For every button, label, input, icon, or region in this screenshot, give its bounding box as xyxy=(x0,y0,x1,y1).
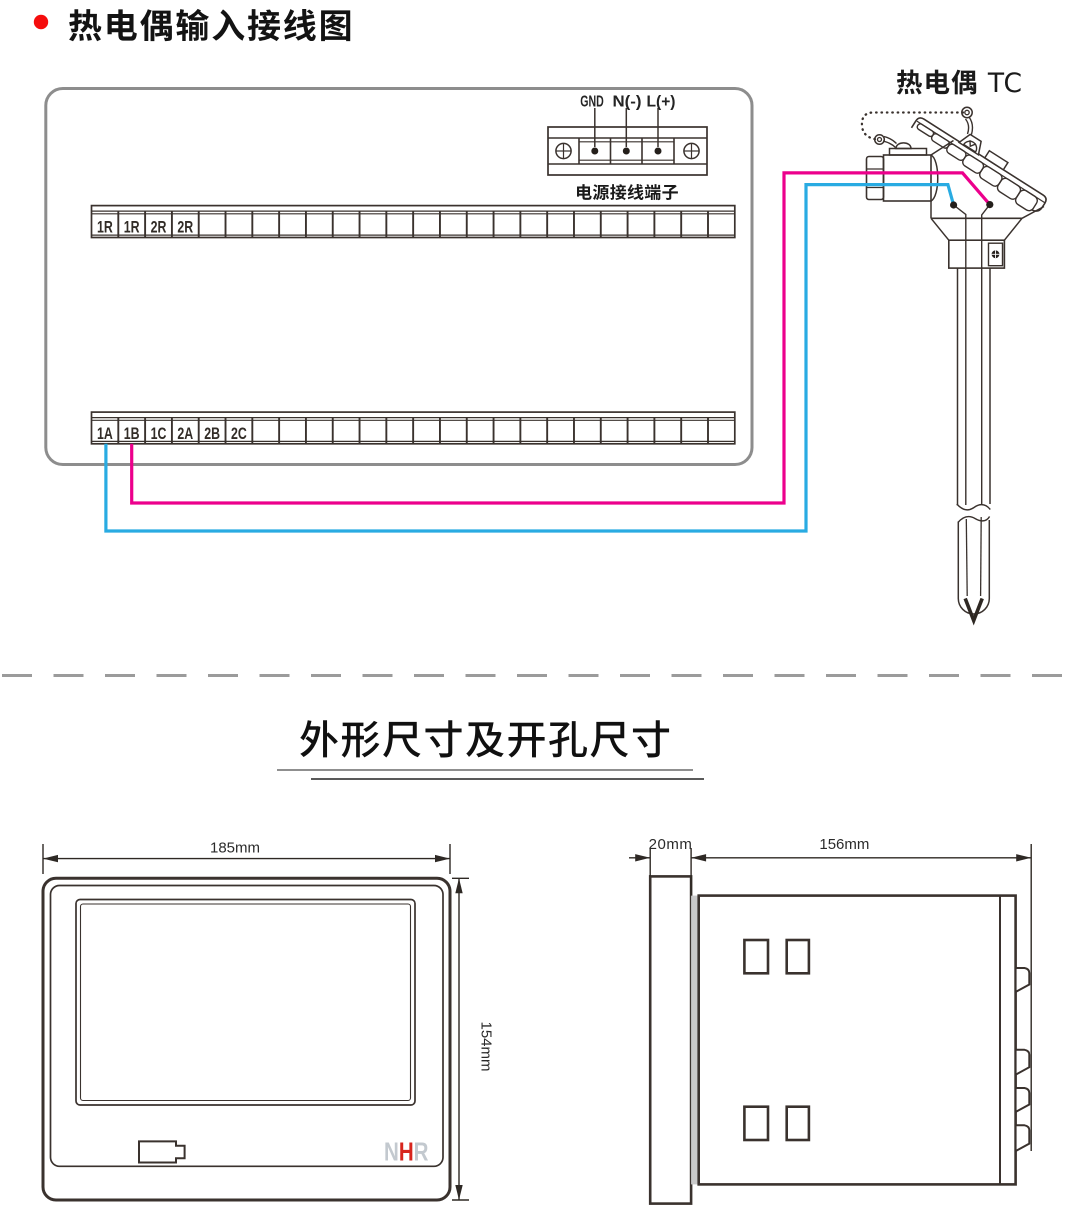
break-mark xyxy=(956,503,991,511)
wire-negative xyxy=(104,183,956,533)
svg-text:20mm: 20mm xyxy=(649,836,693,853)
mounting-clip xyxy=(1014,1124,1031,1153)
wire-positive xyxy=(130,171,992,505)
break-mark xyxy=(957,515,991,523)
section1-title: 热电偶输入接线图 xyxy=(68,0,355,48)
head-neck xyxy=(882,154,932,202)
terminal-cell-label: 2R xyxy=(177,218,193,237)
bezel xyxy=(648,875,693,1205)
screw-plate xyxy=(888,147,928,156)
front-view: NHR xyxy=(41,876,452,1202)
cap-knurled-lid xyxy=(910,117,1047,212)
screw-icon xyxy=(683,142,700,160)
thermocouple-drawing xyxy=(860,106,1047,626)
relay-terminal-strip: 1R 1R 2R 2R xyxy=(90,204,736,239)
dimension-drawings: NHR 185mm 154mm xyxy=(41,836,1032,1205)
chain-dotted-line xyxy=(860,111,965,141)
tc-terminal-dot xyxy=(986,201,994,209)
wiring-diagram: GND N(-) L(+) 电源接线端子 1R 1R 2R 2R 1A 1B 1C 2A 2B… xyxy=(2,61,1080,677)
power-terminal-block: GND N(-) L(+) 电源接线端子 xyxy=(547,94,708,204)
power-label-n: N(-) xyxy=(613,94,642,111)
screw-head xyxy=(895,142,912,150)
terminal-cell-label: 1B xyxy=(124,424,140,443)
terminal-cell-label: 1C xyxy=(151,424,167,443)
dim-width-185: 185mm xyxy=(42,840,451,874)
svg-text:156mm: 156mm xyxy=(819,836,869,853)
dim-depth-20: 20mm xyxy=(629,836,693,877)
terminal-cell-label: 1A xyxy=(97,424,113,443)
title-underline xyxy=(311,777,704,780)
cap-knurl-teeth xyxy=(916,123,1038,212)
mounting-clip xyxy=(1014,1087,1031,1114)
mounting-clip xyxy=(1014,1048,1031,1077)
case-body xyxy=(697,894,1017,1186)
junction-v-mark xyxy=(963,597,984,626)
power-label-l: L(+) xyxy=(647,94,676,111)
svg-text:185mm: 185mm xyxy=(210,840,260,857)
dim-height-154: 154mm xyxy=(452,877,495,1201)
screw-icon xyxy=(555,142,572,160)
probe-tip xyxy=(957,598,991,615)
tc-terminal-dot xyxy=(950,201,958,209)
mounting-clip xyxy=(1014,967,1031,994)
side-view xyxy=(648,875,1031,1205)
panel-outline xyxy=(44,87,754,466)
eyelet-icon xyxy=(873,133,886,146)
cap-lug xyxy=(983,149,1009,171)
power-label-gnd: GND xyxy=(580,94,604,111)
terminal-cell-label: 2R xyxy=(151,218,167,237)
svg-text:154mm: 154mm xyxy=(478,1021,495,1071)
terminal-cell-label: 1R xyxy=(97,218,113,237)
battery-icon xyxy=(138,1140,186,1164)
gasket xyxy=(691,895,699,1185)
clamp-screw-icon xyxy=(991,250,1000,259)
terminal-cell-label: 1R xyxy=(124,218,140,237)
strip-outline xyxy=(90,411,736,445)
terminal-cell-label: 2A xyxy=(177,424,193,443)
thermocouple-label: 热电偶 TC xyxy=(896,61,1023,100)
power-terminal-caption: 电源接线端子 xyxy=(575,179,679,204)
input-terminal-strip: 1A 1B 1C 2A 2B 2C xyxy=(90,411,736,445)
bullet-icon xyxy=(33,14,49,30)
screen xyxy=(75,898,416,1106)
dim-length-156: 156mm xyxy=(690,836,1032,1151)
nhr-logo: NHR xyxy=(384,1137,429,1167)
hex-nut xyxy=(865,155,885,201)
terminal-cell-label: 2B xyxy=(204,424,220,443)
section2-title: 外形尺寸及开孔尺寸 xyxy=(299,708,673,766)
clamp-block xyxy=(947,239,1006,269)
screw-notch xyxy=(969,140,977,148)
title-underline xyxy=(277,769,693,771)
eyelet-icon xyxy=(961,106,973,119)
terminal-cell-label: 2C xyxy=(231,424,247,443)
